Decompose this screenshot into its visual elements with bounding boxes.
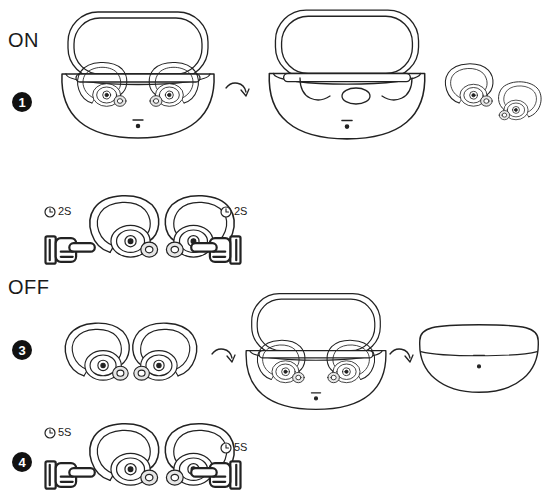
duration-label: 2S: [234, 206, 247, 217]
section-heading: ON: [8, 30, 39, 50]
section-heading: OFF: [8, 277, 50, 297]
duration-label: 5S: [234, 442, 247, 453]
callout-number: 4: [12, 452, 32, 472]
callout-number: 1: [12, 92, 32, 112]
callout-number: 3: [12, 340, 32, 360]
duration-label: 5S: [58, 427, 71, 438]
duration-label: 2S: [58, 206, 71, 217]
